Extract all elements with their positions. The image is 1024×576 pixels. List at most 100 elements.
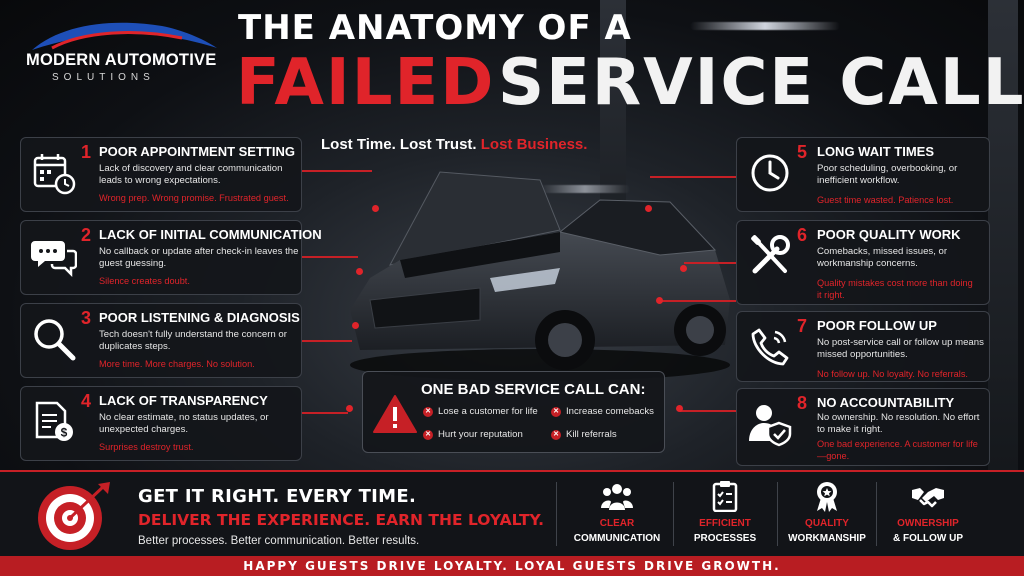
- card-note: No follow up. No loyalty. No referrals.: [817, 369, 968, 379]
- consequences-title: ONE BAD SERVICE CALL CAN:: [421, 381, 646, 398]
- connector-dot: [356, 268, 363, 275]
- failure-card-7: 7 POOR FOLLOW UP No post-service call or…: [736, 311, 990, 382]
- card-number: 7: [797, 316, 808, 336]
- divider-line: [0, 470, 1024, 472]
- title-service-call: SERVICE CALL: [498, 46, 1024, 120]
- card-description: Lack of discovery and clear communicatio…: [99, 163, 283, 186]
- failure-card-4: $ 4 LACK OF TRANSPARENCY No clear estima…: [20, 386, 302, 461]
- pillar-label-white: COMMUNICATION: [573, 533, 661, 544]
- connector-line: [302, 170, 372, 172]
- divider-line: [673, 482, 674, 546]
- pillar-workmanship: QUALITY WORKMANSHIP: [775, 480, 879, 550]
- pillar-label-red: CLEAR: [599, 518, 635, 529]
- x-mark-icon: ✕: [551, 429, 561, 440]
- card-description: Tech doesn't fully understand the concer…: [99, 329, 287, 352]
- x-mark-icon: ✕: [551, 406, 561, 417]
- card-number: 2: [81, 225, 92, 245]
- consequence-item: ✕Increase comebacks: [551, 406, 654, 417]
- failure-card-8: 8 NO ACCOUNTABILITY No ownership. No res…: [736, 388, 990, 466]
- target-arrow-icon: [38, 482, 110, 550]
- pillar-label-white: WORKMANSHIP: [788, 533, 866, 544]
- x-mark-icon: ✕: [423, 406, 433, 417]
- card-note: Surprises destroy trust.: [99, 442, 194, 452]
- connector-line: [684, 262, 736, 264]
- pillar-processes: EFFICIENT PROCESSES: [673, 480, 777, 550]
- pillar-label-red: QUALITY: [805, 518, 849, 529]
- card-description: Comebacks, missed issues, or workmanship…: [817, 246, 948, 269]
- brand-name: MODERN AUTOMOTIVE: [26, 51, 217, 69]
- failure-card-2: 2 LACK OF INITIAL COMMUNICATION No callb…: [20, 220, 322, 295]
- connector-dot: [676, 405, 683, 412]
- failure-card-6: 6 POOR QUALITY WORK Comebacks, missed is…: [736, 220, 990, 305]
- tagline: Lost Time. Lost Trust. Lost Business.: [321, 136, 587, 153]
- chat-bubbles-icon: [31, 241, 77, 278]
- calendar-clock-icon: [33, 154, 76, 195]
- card-number: 6: [797, 225, 808, 245]
- card-number: 1: [81, 142, 92, 162]
- failure-card-1: 1 POOR APPOINTMENT SETTING Lack of disco…: [20, 137, 302, 212]
- card-note: Wrong prep. Wrong promise. Frustrated gu…: [99, 193, 289, 203]
- consequence-item: ✕Kill referrals: [551, 429, 617, 440]
- connector-dot: [346, 405, 353, 412]
- slogan-line-2: DELIVER THE EXPERIENCE. EARN THE LOYALTY…: [138, 511, 545, 529]
- pillar-label-white: & FOLLOW UP: [893, 533, 963, 544]
- card-number: 5: [797, 142, 808, 162]
- card-title: LONG WAIT TIMES: [817, 144, 934, 159]
- card-description: No callback or update after check-in lea…: [99, 246, 299, 269]
- connector-line: [302, 412, 348, 414]
- consequence-item: ✕Hurt your reputation: [423, 429, 523, 440]
- consequence-item: ✕Lose a customer for life: [423, 406, 538, 417]
- failure-card-3: 3 POOR LISTENING & DIAGNOSIS Tech doesn'…: [20, 303, 302, 378]
- pillar-label-red: EFFICIENT: [699, 518, 751, 529]
- card-description: Poor scheduling, overbooking, or ineffic…: [817, 163, 958, 186]
- card-number: 4: [81, 391, 92, 411]
- connector-dot: [656, 297, 663, 304]
- connector-line: [680, 410, 736, 412]
- divider-line: [777, 482, 778, 546]
- card-title: POOR FOLLOW UP: [817, 318, 937, 333]
- card-number: 8: [797, 393, 808, 413]
- pillar-ownership: OWNERSHIP & FOLLOW UP: [876, 480, 980, 550]
- clock-icon: [751, 154, 789, 192]
- car-illustration: [350, 171, 730, 381]
- ceiling-light: [690, 22, 840, 30]
- card-note: Quality mistakes cost more than doing it…: [817, 278, 973, 300]
- card-note: Guest time wasted. Patience lost.: [817, 195, 954, 205]
- card-note: One bad experience. A customer for life—…: [817, 439, 978, 461]
- tagline-white: Lost Time. Lost Trust.: [321, 136, 481, 153]
- phone-icon: [751, 328, 789, 366]
- pillar-label-red: OWNERSHIP: [897, 518, 959, 529]
- card-description: No ownership. No resolution. No effort t…: [817, 412, 980, 435]
- ceiling-light: [540, 185, 630, 193]
- wrench-screwdriver-icon: [751, 235, 790, 274]
- consequences-box: ONE BAD SERVICE CALL CAN: ✕Lose a custom…: [362, 371, 665, 453]
- connector-line: [302, 340, 352, 342]
- card-title: POOR APPOINTMENT SETTING: [99, 144, 295, 159]
- pillar-communication: CLEAR COMMUNICATION: [565, 480, 669, 550]
- card-description: No clear estimate, no status updates, or…: [99, 412, 269, 435]
- title-failed: FAILED: [236, 46, 496, 120]
- document-dollar-icon: $: [35, 401, 73, 441]
- checklist-icon: [712, 481, 738, 512]
- brand-subtitle: SOLUTIONS: [52, 72, 155, 83]
- title-line-1: THE ANATOMY OF A: [238, 8, 632, 48]
- connector-dot: [372, 205, 379, 212]
- card-note: Silence creates doubt.: [99, 276, 190, 286]
- card-number: 3: [81, 308, 92, 328]
- slogan-line-1: GET IT RIGHT. EVERY TIME.: [138, 486, 417, 507]
- card-description: No post-service call or follow up means …: [817, 337, 984, 360]
- bottom-band: [0, 472, 1024, 556]
- car-swoosh-logo-icon: [32, 22, 217, 50]
- card-title: LACK OF TRANSPARENCY: [99, 393, 268, 408]
- divider-line: [556, 482, 557, 546]
- connector-dot: [645, 205, 652, 212]
- magnifier-icon: [34, 319, 76, 361]
- card-title: POOR QUALITY WORK: [817, 227, 961, 242]
- tagline-red: Lost Business.: [480, 136, 588, 153]
- award-ribbon-icon: [817, 482, 837, 512]
- connector-dot: [680, 265, 687, 272]
- divider-line: [876, 482, 877, 546]
- person-shield-icon: [749, 405, 792, 447]
- warning-triangle-icon: [373, 395, 417, 433]
- connector-line: [650, 176, 736, 178]
